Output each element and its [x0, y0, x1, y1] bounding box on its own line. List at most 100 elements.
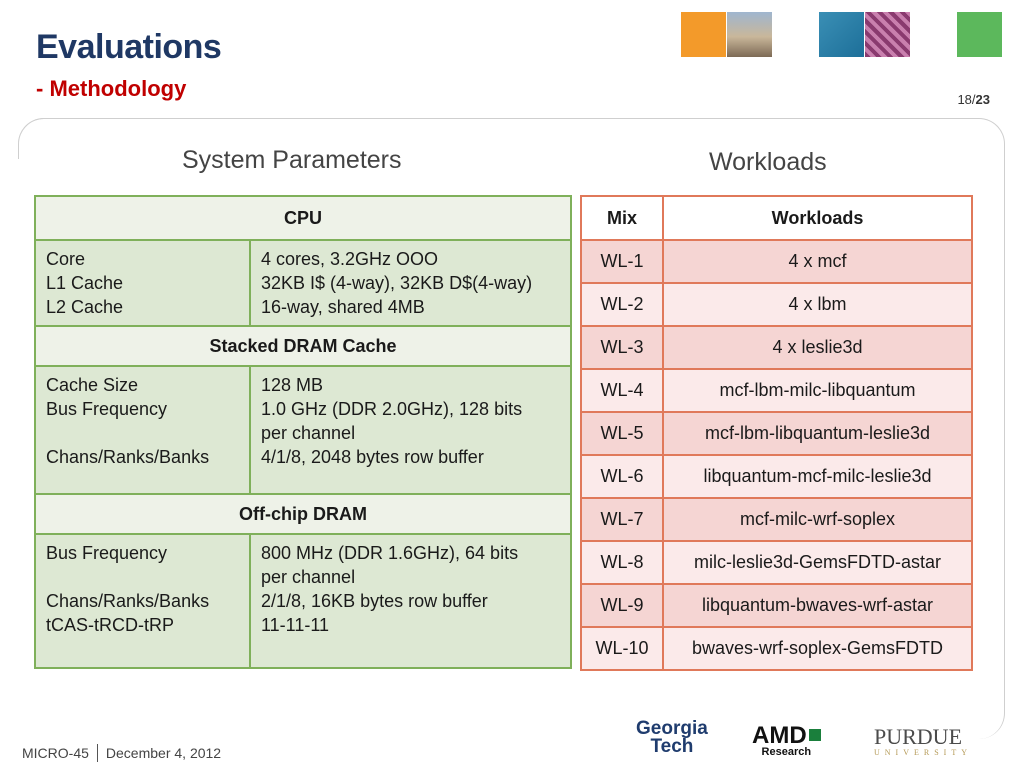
cpu-labels-cell: Core L1 Cache L2 Cache: [34, 239, 251, 327]
stacked-dram-label: Bus Frequency: [46, 399, 168, 419]
cpu-value: 32KB I$ (4-way), 32KB D$(4-way): [261, 273, 533, 293]
workload-cell: 4 x lbm: [662, 282, 973, 327]
deco-orange-square: [681, 12, 726, 57]
offchip-dram-body-row: Bus Frequency Chans/Ranks/Banks tCAS-tRC…: [34, 533, 572, 669]
stacked-dram-values-cell: 128 MB 1.0 GHz (DDR 2.0GHz), 128 bits pe…: [249, 365, 572, 495]
mix-cell: WL-6: [580, 454, 664, 499]
offchip-dram-label: Bus Frequency: [46, 543, 168, 563]
system-parameters-heading: System Parameters: [182, 146, 402, 174]
purdue-university-label: UNIVERSITY: [874, 748, 972, 757]
footer: MICRO-45 December 4, 2012: [22, 744, 221, 762]
workloads-header-row: Mix Workloads: [580, 195, 973, 241]
cpu-body-row: Core L1 Cache L2 Cache 4 cores, 3.2GHz O…: [34, 239, 572, 327]
offchip-dram-value: 11-11-11: [261, 615, 330, 635]
stacked-dram-labels-cell: Cache Size Bus Frequency Chans/Ranks/Ban…: [34, 365, 251, 495]
slide-subtitle: - Methodology: [36, 76, 187, 101]
offchip-dram-header: Off-chip DRAM: [34, 493, 572, 535]
mix-cell: WL-3: [580, 325, 664, 370]
amd-research-logo: AMD Research: [752, 722, 821, 758]
stacked-dram-body-row: Cache Size Bus Frequency Chans/Ranks/Ban…: [34, 365, 572, 495]
workload-cell: mcf-milc-wrf-soplex: [662, 497, 973, 542]
offchip-dram-label: tCAS-tRCD-tRP: [46, 615, 175, 635]
workload-cell: mcf-lbm-milc-libquantum: [662, 368, 973, 413]
footer-divider: [96, 744, 98, 762]
mix-cell: WL-8: [580, 540, 664, 585]
offchip-dram-label: Chans/Ranks/Banks: [46, 591, 210, 611]
system-parameters-table: CPU Core L1 Cache L2 Cache 4 cores, 3.2G…: [34, 195, 572, 669]
offchip-dram-value: 2/1/8, 16KB bytes row buffer: [261, 591, 488, 611]
offchip-dram-values-cell: 800 MHz (DDR 1.6GHz), 64 bits per channe…: [249, 533, 572, 669]
purdue-wordmark: PURDUE: [874, 724, 963, 749]
stacked-dram-value: 128 MB: [261, 375, 324, 395]
offchip-dram-value: per channel: [261, 567, 356, 587]
cpu-label: L2 Cache: [46, 297, 124, 317]
stacked-dram-label: Cache Size: [46, 375, 139, 395]
mix-cell: WL-2: [580, 282, 664, 327]
workload-cell: 4 x leslie3d: [662, 325, 973, 370]
offchip-dram-value: 800 MHz (DDR 1.6GHz), 64 bits: [261, 543, 519, 563]
amd-wordmark: AMD: [752, 722, 807, 749]
mix-cell: WL-7: [580, 497, 664, 542]
stacked-dram-label: Chans/Ranks/Banks: [46, 447, 210, 467]
slide-title: Evaluations: [36, 28, 222, 66]
page-number: 18/23: [957, 92, 990, 107]
mix-cell: WL-9: [580, 583, 664, 628]
page-current: 18/: [957, 92, 976, 107]
cpu-label: L1 Cache: [46, 273, 124, 293]
workloads-column-header: Workloads: [662, 195, 973, 241]
stacked-dram-header: Stacked DRAM Cache: [34, 325, 572, 367]
spacer: [46, 421, 239, 445]
workload-cell: libquantum-mcf-milc-leslie3d: [662, 454, 973, 499]
amd-research-label: Research: [761, 746, 812, 758]
cpu-value: 4 cores, 3.2GHz OOO: [261, 249, 439, 269]
offchip-dram-labels-cell: Bus Frequency Chans/Ranks/Banks tCAS-tRC…: [34, 533, 251, 669]
mix-column-header: Mix: [580, 195, 664, 241]
workload-cell: mcf-lbm-libquantum-leslie3d: [662, 411, 973, 456]
footer-conference: MICRO-45: [22, 745, 89, 761]
workload-cell: libquantum-bwaves-wrf-astar: [662, 583, 973, 628]
workloads-heading: Workloads: [709, 148, 827, 176]
gt-line1: Georgia: [636, 718, 708, 739]
workload-cell: bwaves-wrf-soplex-GemsFDTD: [662, 626, 973, 671]
footer-date: December 4, 2012: [105, 745, 222, 761]
stacked-dram-value: 1.0 GHz (DDR 2.0GHz), 128 bits: [261, 399, 523, 419]
offchip-dram-header-row: Off-chip DRAM: [34, 493, 572, 535]
georgia-tech-logo: Georgia Tech: [636, 718, 708, 757]
stacked-dram-value: per channel: [261, 423, 356, 443]
amd-arrow-icon: [808, 729, 821, 741]
content-frame-corner: [18, 118, 49, 159]
mix-cell: WL-4: [580, 368, 664, 413]
page-total: 23: [975, 92, 990, 107]
mix-cell: WL-5: [580, 411, 664, 456]
cpu-values-cell: 4 cores, 3.2GHz OOO 32KB I$ (4-way), 32K…: [249, 239, 572, 327]
workload-cell: milc-leslie3d-GemsFDTD-astar: [662, 540, 973, 585]
spacer: [46, 565, 239, 589]
cpu-label: Core: [46, 249, 86, 269]
purdue-logo: PURDUE UNIVERSITY: [874, 724, 972, 757]
stacked-dram-header-row: Stacked DRAM Cache: [34, 325, 572, 367]
mix-cell: WL-1: [580, 239, 664, 284]
workload-cell: 4 x mcf: [662, 239, 973, 284]
deco-blue-square: [819, 12, 864, 57]
content-frame: [18, 118, 1005, 739]
gt-line2: Tech: [650, 736, 694, 757]
deco-photo-campus: [727, 12, 772, 57]
mix-cell: WL-10: [580, 626, 664, 671]
stacked-dram-value: 4/1/8, 2048 bytes row buffer: [261, 447, 484, 467]
deco-photo-chip: [865, 12, 910, 57]
cpu-value: 16-way, shared 4MB: [261, 297, 425, 317]
deco-green-square: [957, 12, 1002, 57]
cpu-header-row: CPU: [34, 195, 572, 241]
cpu-header: CPU: [34, 195, 572, 241]
